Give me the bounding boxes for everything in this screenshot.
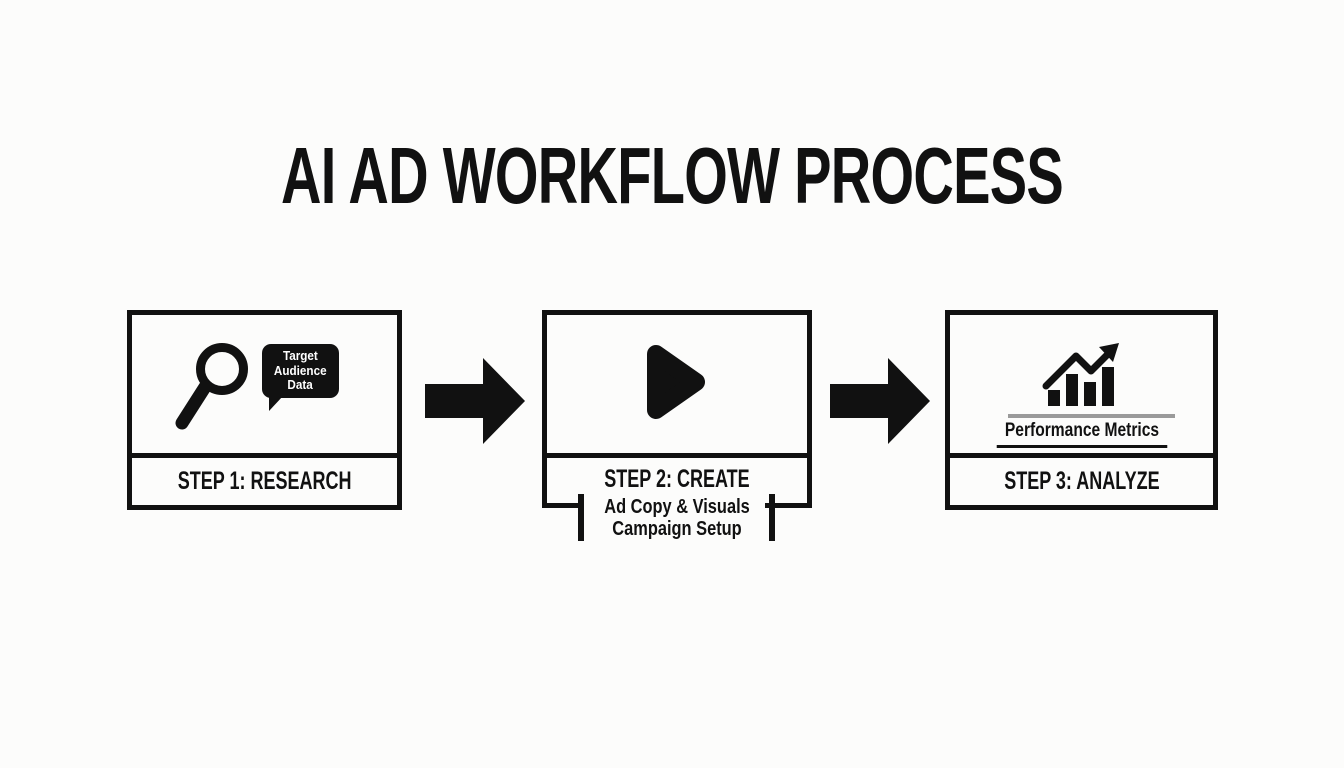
bracket-tick-left: [578, 494, 584, 541]
bracket-tick-right: [769, 494, 775, 541]
step-3-box: Performance Metrics STEP 3: ANALYZE: [945, 310, 1218, 510]
performance-metrics-label: Performance Metrics: [996, 420, 1167, 448]
step-2-box: STEP 2: CREATE Ad Copy & Visuals Campaig…: [542, 310, 812, 541]
play-icon: [647, 345, 705, 419]
magnifier-icon: [175, 343, 248, 430]
step-2-divider: [542, 453, 812, 458]
step-3-divider: [945, 453, 1218, 458]
box-border-segment: [765, 503, 812, 508]
box-border-segment: [542, 503, 583, 508]
step-1-label-band: STEP 1: RESEARCH: [132, 458, 397, 505]
bubble-line: Data: [287, 377, 314, 393]
step-1-box: Target Audience Data STEP 1: RESEARCH: [127, 310, 402, 510]
arrow-right-icon: [830, 358, 930, 444]
step-2-label: STEP 2: CREATE: [604, 464, 750, 493]
page-title: AI AD WORKFLOW PROCESS: [280, 131, 1064, 220]
bubble-line: Audience: [274, 362, 327, 378]
speech-bubble: Target Audience Data: [262, 344, 339, 411]
step-3-label-band: STEP 3: ANALYZE: [950, 458, 1213, 505]
step-1-divider: [127, 453, 402, 458]
arrow-right-icon: [425, 358, 525, 444]
metrics-caption: Performance Metrics: [950, 420, 1213, 448]
step-2-sublabel: Ad Copy & Visuals Campaign Setup: [547, 496, 807, 540]
bubble-line: Target: [283, 348, 318, 364]
step-3-label: STEP 3: ANALYZE: [1003, 467, 1160, 495]
step-2-subline: Ad Copy & Visuals: [604, 496, 750, 518]
metrics-divider: [1008, 414, 1175, 418]
step-1-label: STEP 1: RESEARCH: [177, 467, 352, 495]
bar-chart-icon: [1042, 343, 1119, 406]
step-2-subline: Campaign Setup: [612, 518, 742, 540]
step-2-label-band: STEP 2: CREATE: [547, 458, 807, 500]
